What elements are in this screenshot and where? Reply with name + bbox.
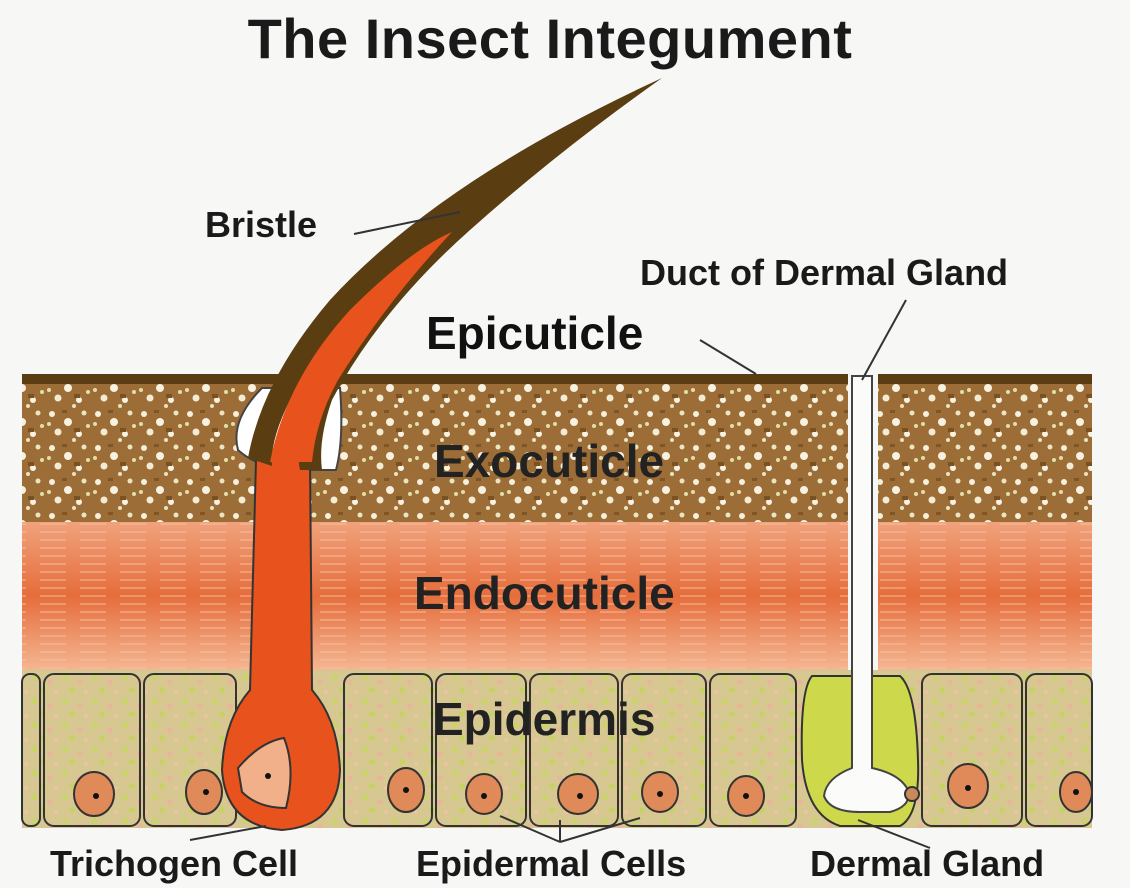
label-endocuticle: Endocuticle	[414, 566, 675, 620]
label-epicuticle: Epicuticle	[426, 306, 643, 360]
label-epidermal-cells: Epidermal Cells	[416, 843, 686, 885]
label-dermal-gland: Dermal Gland	[810, 843, 1044, 885]
page-title: The Insect Integument	[0, 6, 1100, 71]
label-bristle: Bristle	[205, 204, 317, 246]
epicuticle-layer	[22, 374, 1092, 384]
label-duct-of-dermal-gland: Duct of Dermal Gland	[640, 252, 1008, 294]
label-trichogen-cell: Trichogen Cell	[50, 843, 298, 885]
label-epidermis: Epidermis	[433, 692, 655, 746]
label-exocuticle: Exocuticle	[434, 434, 664, 488]
